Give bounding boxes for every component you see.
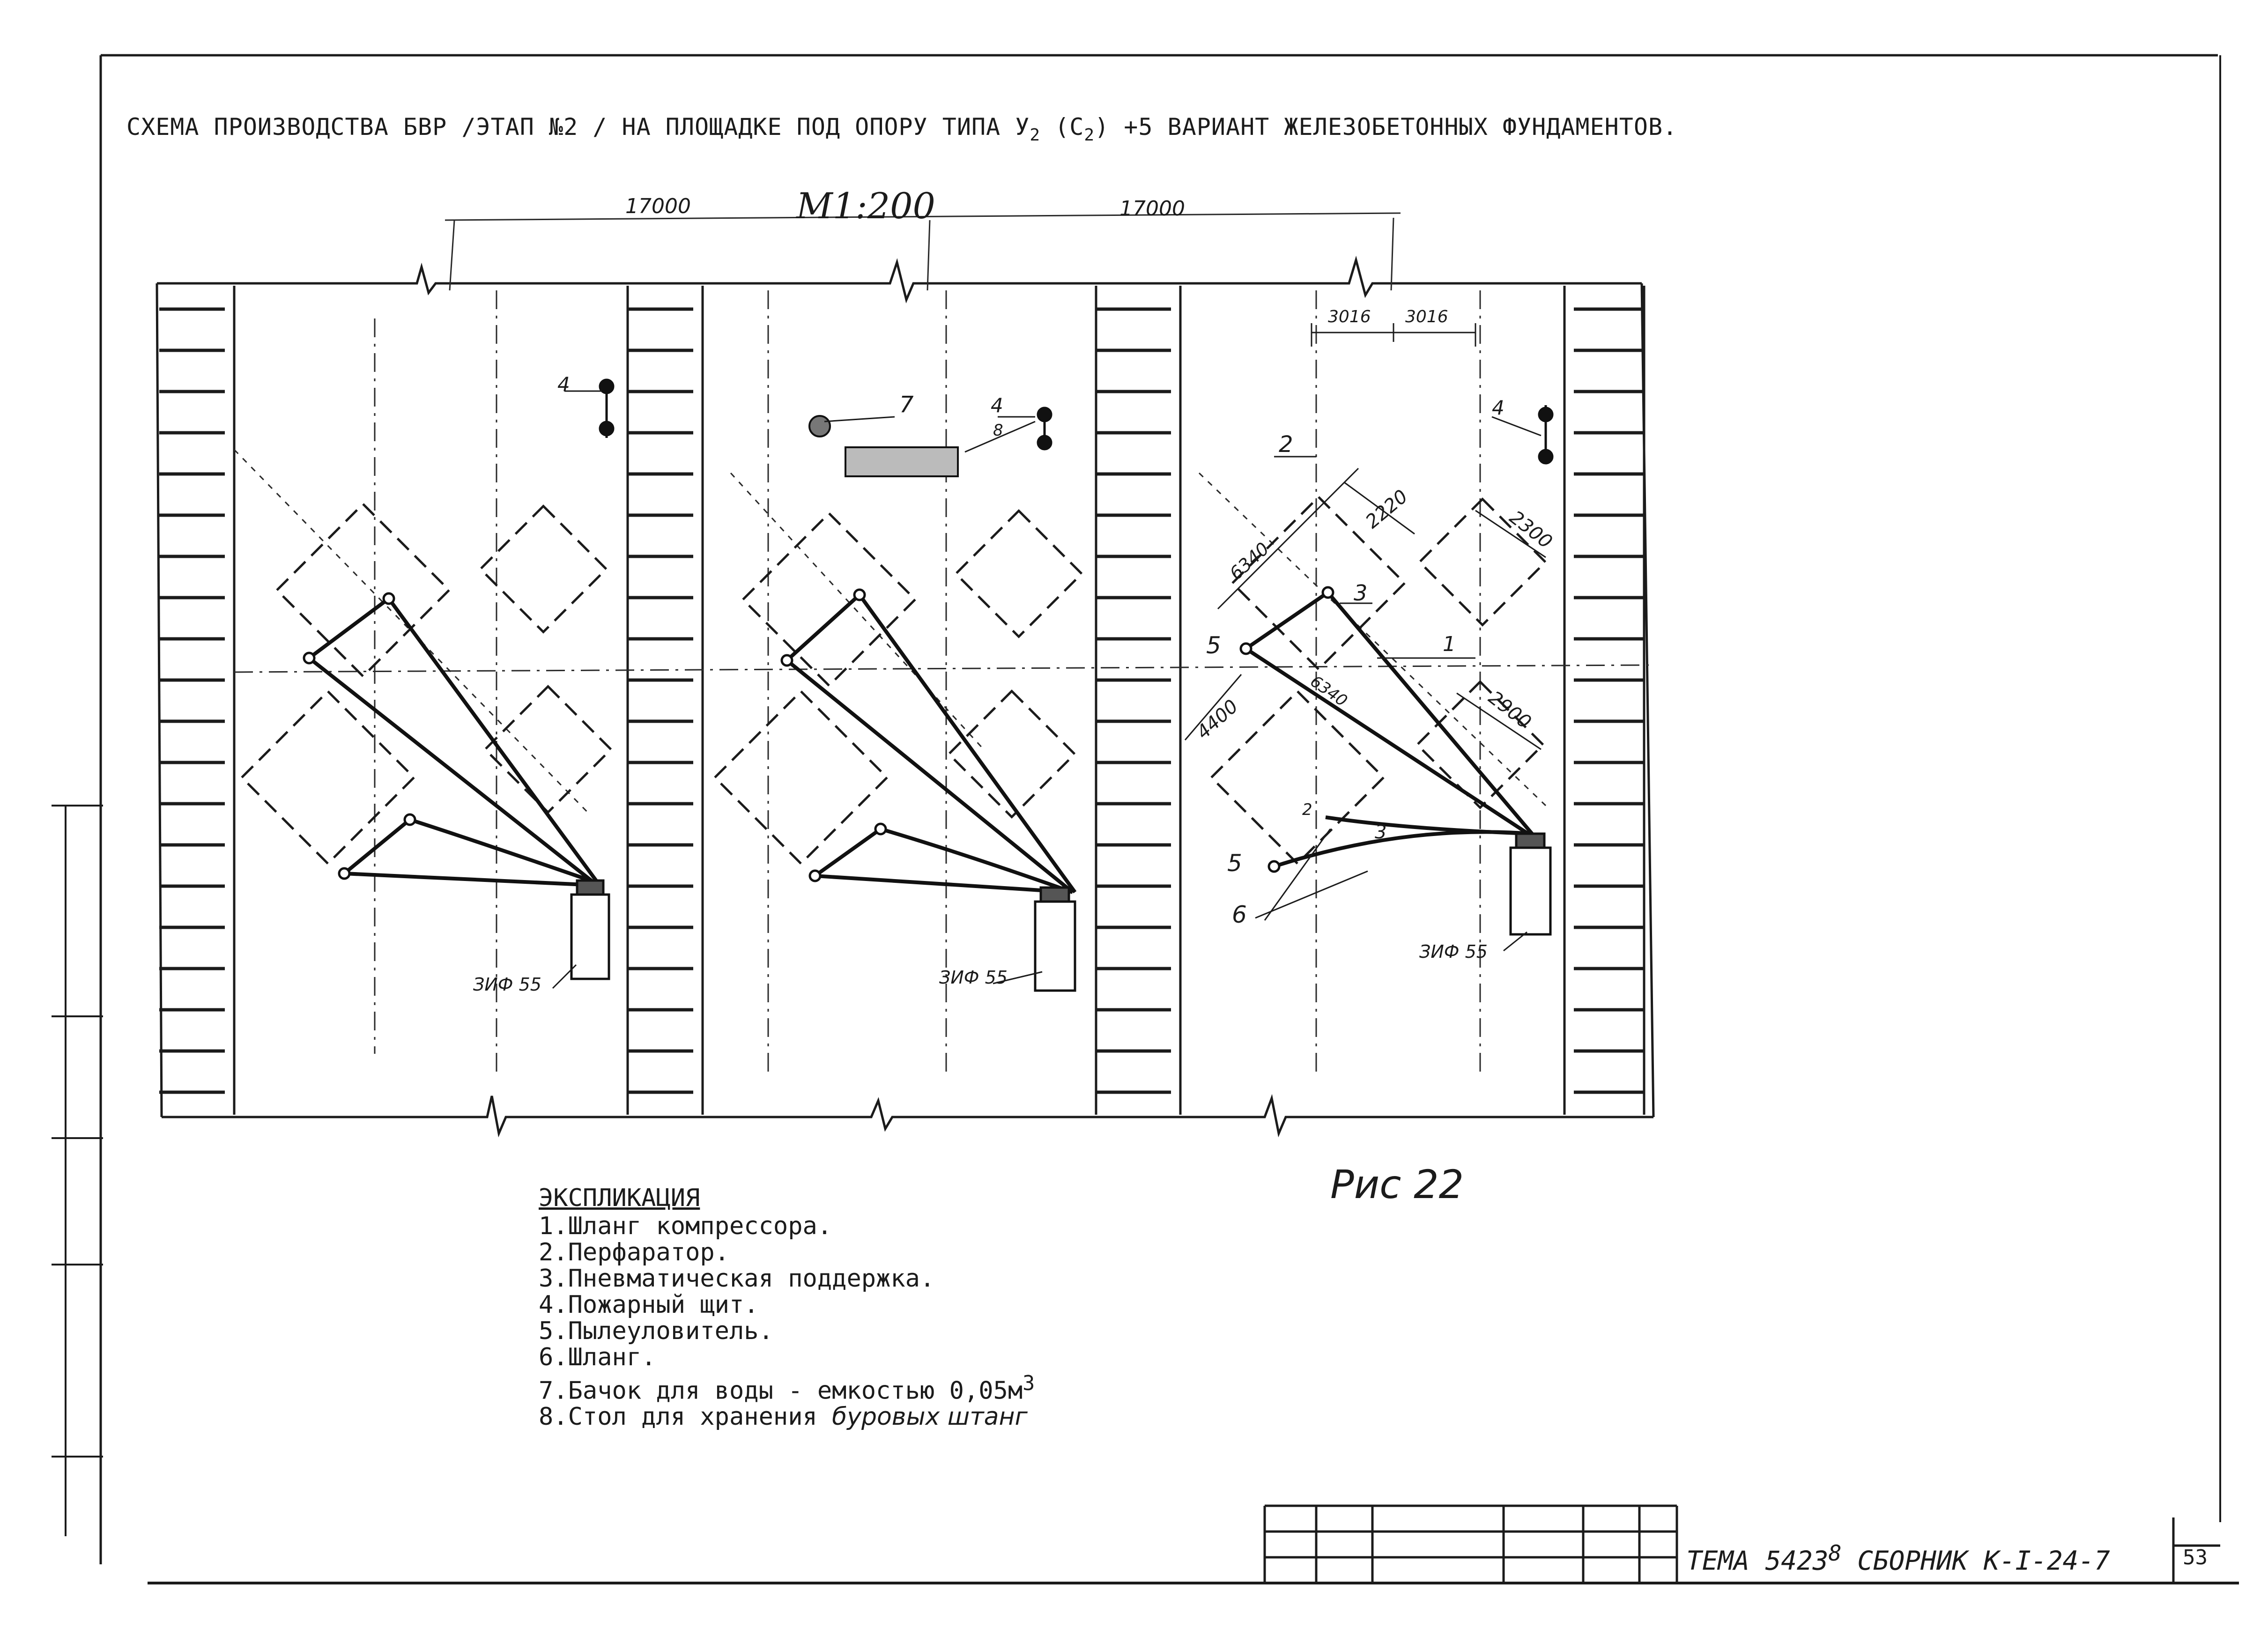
- marker-6: 6: [1232, 901, 1247, 928]
- marker-5-a: 5: [1206, 632, 1221, 659]
- legend-item-6: 6.Шланг.: [539, 1343, 656, 1371]
- drawing-title: СХЕМА ПРОИЗВОДСТВА БВР /ЭТАП №2 / НА ПЛО…: [126, 113, 1678, 145]
- dim-2300: 2300: [1505, 507, 1556, 553]
- dim-3016-a: 3016: [1328, 307, 1371, 326]
- construction-lines: [233, 212, 1649, 1077]
- compressor-units: [570, 832, 1552, 992]
- sheet-number: 53: [2183, 1546, 2208, 1569]
- marker-4-b: 4: [991, 394, 1003, 417]
- scale-label: М1:200: [796, 185, 935, 227]
- legend-item-5: 5.Пылеуловитель.: [539, 1317, 773, 1345]
- compressor-label-c: ЗИФ 55: [1419, 941, 1488, 962]
- leader-lines: [552, 390, 1542, 989]
- water-tank: [808, 415, 831, 437]
- legend-heading: ЭКСПЛИКАЦИЯ: [539, 1184, 700, 1212]
- legend-item-4: 4.Пожарный щит.: [539, 1291, 759, 1319]
- dimension-lines: [1184, 323, 1546, 750]
- marker-4-a: 4: [557, 373, 570, 396]
- drill-points: [303, 586, 1334, 882]
- legend-item-8: 8.Стол для хранения буровых штанг: [539, 1403, 1028, 1431]
- ladder-strips: [159, 286, 1645, 1115]
- plan-outline: [156, 255, 1655, 1138]
- marker-5-b: 5: [1227, 850, 1242, 877]
- figure-label: Рис 22: [1330, 1162, 1464, 1207]
- legend: ЭКСПЛИКАЦИЯ 1.Шланг компрессора. 2.Перфа…: [539, 1185, 1035, 1430]
- compressor-label-a: ЗИФ 55: [473, 974, 541, 995]
- dim-17000-left: 17000: [625, 194, 691, 218]
- legend-item-2: 2.Перфаратор.: [539, 1238, 729, 1266]
- marker-2-b: 2: [1302, 800, 1312, 819]
- marker-7: 7: [899, 392, 914, 418]
- legend-item-7: 7.Бачок для воды - емкостью 0,05м3: [539, 1372, 1035, 1405]
- foundation-squares: [240, 495, 1547, 866]
- marker-8: 8: [993, 421, 1003, 440]
- dim-2900: 2900: [1484, 687, 1535, 733]
- legend-item-3: 3.Пневматическая поддержка.: [539, 1265, 935, 1293]
- dim-17000-right: 17000: [1119, 197, 1185, 221]
- fire-shields: [599, 378, 1554, 465]
- marker-3-b: 3: [1375, 822, 1386, 843]
- sheet-frame: [52, 54, 2239, 1584]
- dim-3016-b: 3016: [1405, 307, 1448, 326]
- compressor-hoses: [308, 591, 1536, 894]
- marker-3: 3: [1354, 580, 1367, 606]
- title-block-stamp: ТЕМА 54238 СБОРНИК К-I-24-7: [1686, 1541, 2110, 1576]
- title-block-grid: [1263, 1504, 2220, 1583]
- legend-item-1: 1.Шланг компрессора.: [539, 1212, 832, 1240]
- marker-2: 2: [1279, 431, 1293, 458]
- rod-storage-table: [845, 446, 959, 477]
- compressor-label-b: ЗИФ 55: [939, 967, 1008, 988]
- marker-4-c: 4: [1492, 396, 1505, 419]
- marker-1: 1: [1443, 632, 1456, 656]
